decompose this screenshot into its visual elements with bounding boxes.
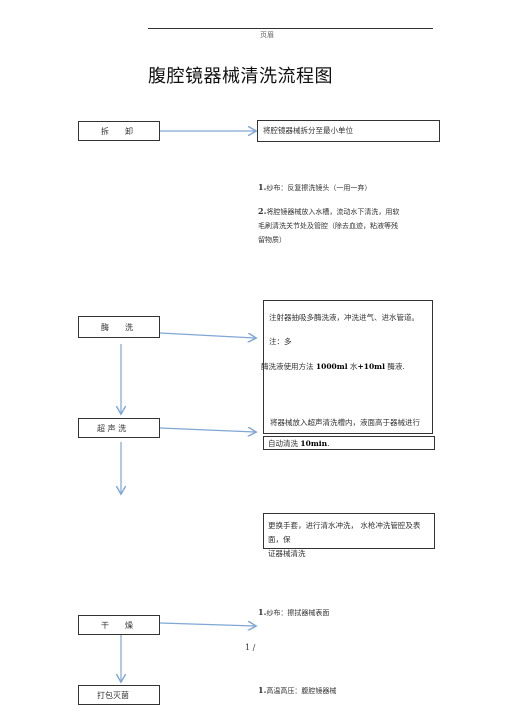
enzyme-line-2: 酶洗液使用方法 1000ml 水+10ml 酶液. [261,354,427,380]
item-text-line: 毛刷清洗关节处及管腔（除去血迹，粘液等残 [258,222,398,230]
item-text: 纱布：反复擦洗镜头（一用一弃） [266,184,372,192]
dry-item-1: 1.纱布：擦拭器械表面 [258,605,329,620]
enzyme-text: 酶洗液使用方法 [261,362,314,371]
item-text: 高温高压：腹腔镜器械 [266,687,337,695]
rinse-line-2: 证器械清洗 [268,549,306,558]
enzyme-line-1: 注射器抽吸多酶洗液，冲洗进气、进水管道。 注：多 [269,313,419,346]
step-label: 干 燥 [101,620,133,630]
step-label: 拆 卸 [101,126,133,136]
disassemble-desc: 将腔镜器械拆分至最小单位 [263,126,353,135]
page-number: 1 / [245,643,256,652]
step-label: 超 声 洗 [97,423,127,433]
ultrasonic-duration: 10min [300,439,328,448]
ultrasonic-desc-box: 自动清洗 10min. [263,436,435,450]
arrow-ultrasonic [159,428,255,432]
ultrasonic-text: 自动清洗 [268,439,298,448]
header-rule [148,28,433,29]
rinse-desc-box: 更换手套，进行清水冲洗， 水枪冲洗管腔及表 面，保 证器械清洗 [263,513,435,558]
enzyme-text: 水 [349,362,358,371]
enzyme-amount: 1000ml [315,362,348,371]
item-text: 纱布：擦拭器械表面 [266,609,330,617]
pack-item-1: 1.高温高压：腹腔镜器械 [258,683,336,698]
page-title: 腹腔镜器械清洗流程图 [148,66,333,87]
item-number: 1. [258,607,267,617]
page-header: 页眉 [260,31,274,39]
ultrasonic-line-1: 将器械放入超声清洗槽内，液面高于器械进行 [270,418,420,427]
step-pack-sterilize: 打包灭菌 [78,685,160,705]
item-text: 将腔镜器械放入水槽，流动水下清洗，用软 [266,208,400,216]
item-text-line: 留物质） [258,236,286,244]
step-dry: 干 燥 [78,615,160,635]
ultrasonic-text: . [327,439,330,448]
arrow-enzyme [159,332,255,338]
step-label: 酶 洗 [101,322,133,332]
step-label: 打包灭菌 [97,690,129,700]
item-number: 1. [258,685,267,695]
rinse-line-1: 更换手套，进行清水冲洗， 水枪冲洗管腔及表 面，保 [268,521,421,544]
step-disassemble: 拆 卸 [78,121,160,141]
item-number: 1. [258,182,267,192]
enzyme-desc-box: 注射器抽吸多酶洗液，冲洗进气、进水管道。 注：多 酶洗液使用方法 1000ml … [261,300,433,434]
prewash-item-1: 1.纱布：反复擦洗镜头（一用一弃） [258,180,371,195]
enzyme-text: 酶液. [387,362,405,371]
enzyme-amount: +10ml [357,362,385,371]
item-number: 2. [258,206,267,216]
prewash-item-2: 2.将腔镜器械放入水槽，流动水下清洗，用软 毛刷清洗关节处及管腔（除去血迹，粘液… [258,204,438,247]
arrow-dry [159,623,255,626]
step-ultrasonic: 超 声 洗 [78,418,160,438]
disassemble-desc-box: 将腔镜器械拆分至最小单位 [257,120,440,142]
step-enzyme-wash: 酶 洗 [78,316,160,338]
